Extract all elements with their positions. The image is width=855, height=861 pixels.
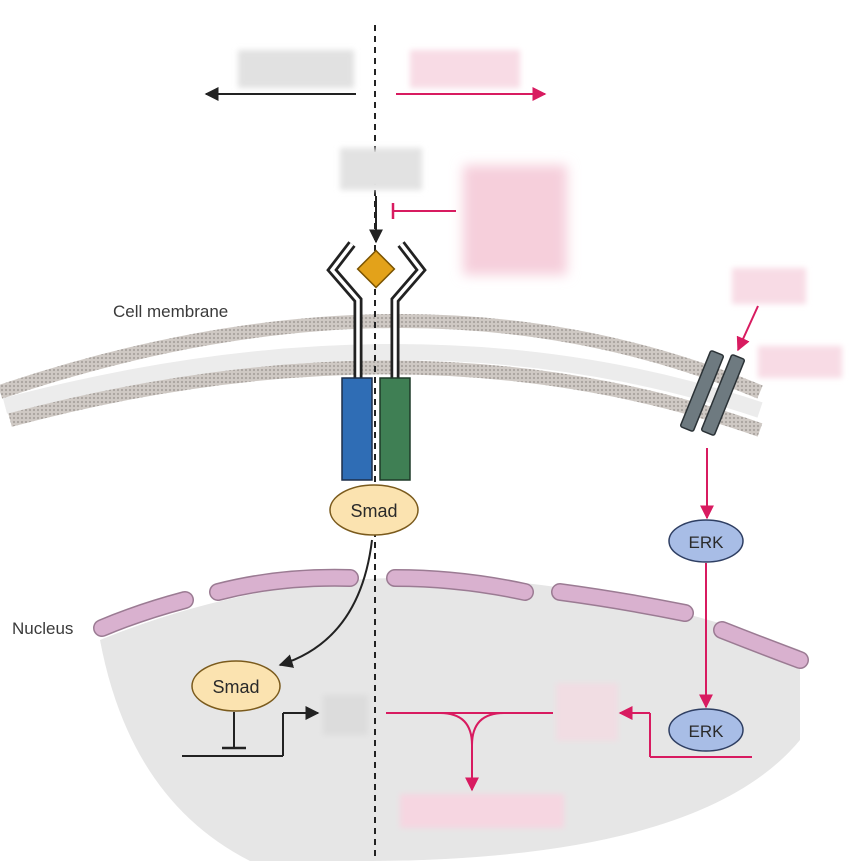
redacted-label-top-left — [238, 50, 354, 88]
right-receptor — [680, 350, 745, 436]
nucleus — [93, 568, 809, 861]
smad-nucleus-label: Smad — [212, 677, 259, 697]
pink-convergence — [386, 712, 553, 792]
redacted-label-right-receptor — [758, 346, 842, 378]
receptor-blue-domain — [341, 377, 373, 481]
arrow-smad-to-nucleus — [278, 539, 373, 668]
smad-receptor-node: Smad — [329, 484, 419, 536]
redacted-label-ligand — [340, 148, 422, 190]
label-cell-membrane: Cell membrane — [113, 302, 228, 321]
redacted-label-top-right — [410, 50, 520, 88]
erk-nucleus-node: ERK — [668, 708, 744, 752]
inhibition-bar — [391, 203, 456, 219]
redacted-label-right-ligand — [732, 268, 806, 304]
erk-nuclear-output — [618, 706, 752, 758]
gene-promoter — [182, 706, 320, 757]
label-nucleus: Nucleus — [12, 619, 73, 638]
redacted-labels — [238, 50, 842, 828]
redacted-label-gene — [323, 695, 368, 735]
smad-receptor-label: Smad — [350, 501, 397, 521]
receptor-complex — [326, 241, 427, 481]
receptor-green-domain — [379, 377, 411, 481]
cell-membrane — [0, 314, 763, 437]
redacted-label-output — [400, 794, 564, 828]
smad-repression-bar — [222, 712, 246, 750]
erk-cytoplasm-node: ERK — [668, 519, 744, 563]
ligand-diamond — [356, 249, 396, 289]
redacted-label-inhibitor — [463, 165, 567, 275]
erk-nucleus-label: ERK — [689, 722, 725, 741]
nuclear-envelope — [93, 568, 809, 669]
erk-cytoplasm-label: ERK — [689, 533, 725, 552]
redacted-label-factor — [556, 683, 618, 741]
smad-nucleus-node: Smad — [191, 660, 281, 712]
arrow-right-ligand — [736, 305, 759, 352]
